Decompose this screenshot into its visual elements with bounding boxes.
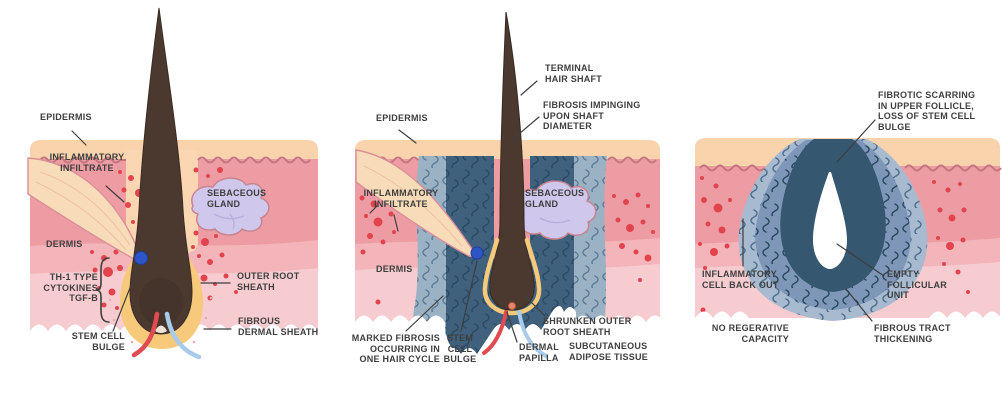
label-empty-follicular-unit: EMPTY FOLLICULAR UNIT (887, 269, 947, 300)
label-marked-fibrosis: MARKED FIBROSIS OCCURRING IN ONE HAIR CY… (351, 333, 440, 364)
label-fibrosis-impinging: FIBROSIS IMPINGING UPON SHAFT DIAMETER (543, 100, 641, 131)
inflammatory-cells (698, 176, 970, 313)
label-subcutaneous-adipose: SUBCUTANEOUS ADIPOSE TISSUE (569, 341, 649, 362)
label-fibrotic-scarring: FIBROTIC SCARRING IN UPPER FOLLICLE, LOS… (878, 90, 976, 132)
label-sebaceous-gland-2: SEBACEOUS GLAND (525, 188, 585, 209)
dermal-papilla-shape (508, 302, 516, 310)
stem-cell-bulge-shape (134, 251, 148, 265)
label-inflammatory-cell-back-out: INFLAMMATORY CELL BACK OUT (702, 269, 779, 290)
panel-2-leader-lines (369, 80, 546, 343)
hair-shaft-shape (129, 7, 193, 335)
label-fibrous-tract-thickening: FIBROUS TRACT THICKENING (874, 323, 951, 344)
shrunken-outer-root-sheath-shape (482, 237, 542, 316)
label-dermal-papilla: DERMAL PAPILLA (519, 342, 559, 363)
label-fibrous-dermal-sheath: FIBROUS DERMAL SHEATH (238, 316, 319, 337)
panel-3-leader-lines (742, 119, 885, 322)
label-epidermis-1: EPIDERMIS (40, 112, 92, 122)
panel-2-illustration (355, 11, 664, 400)
label-sebaceous-gland-1: SEBACEOUS GLAND (207, 188, 267, 209)
label-epidermis-2: EPIDERMIS (376, 113, 428, 123)
label-inflammatory-infiltrate-2: INFLAMMATORY INFILTRATE (363, 188, 439, 209)
label-terminal-hair-shaft: TERMINAL HAIR SHAFT (545, 63, 602, 84)
papilla-notch (155, 325, 167, 333)
label-no-regerative-capacity: NO REGERATIVE CAPACITY (711, 323, 789, 344)
stem-cell-bulge-shape (470, 246, 484, 260)
label-shrunken-outer-root-sheath: SHRUNKEN OUTER ROOT SHEATH (543, 316, 632, 337)
panel-3-illustration (695, 119, 1002, 400)
blood-vessel-blue (164, 311, 202, 360)
cytokine-brace (95, 257, 110, 323)
label-th1-cytokines: TH-1 TYPE CYTOKINES TGF-B (43, 272, 98, 303)
blood-vessel-red (482, 310, 508, 355)
panel-1-illustration (27, 7, 318, 400)
label-dermis-1: DERMIS (46, 239, 83, 249)
blood-vessel-red (131, 311, 160, 358)
label-outer-root-sheath: OUTER ROOT SHEATH (237, 271, 300, 292)
label-dermis-2: DERMIS (376, 264, 413, 274)
panel-1-leader-lines (71, 130, 232, 332)
label-stem-cell-bulge-1: STEM CELL BULGE (71, 331, 125, 352)
label-inflammatory-infiltrate-1: INFLAMMATORY INFILTRATE (49, 152, 125, 173)
sebaceous-gland-shape (191, 177, 270, 236)
blood-vessel-blue (517, 310, 548, 358)
label-stem-cell-bulge-2: STEM CELL BULGE (443, 333, 477, 364)
